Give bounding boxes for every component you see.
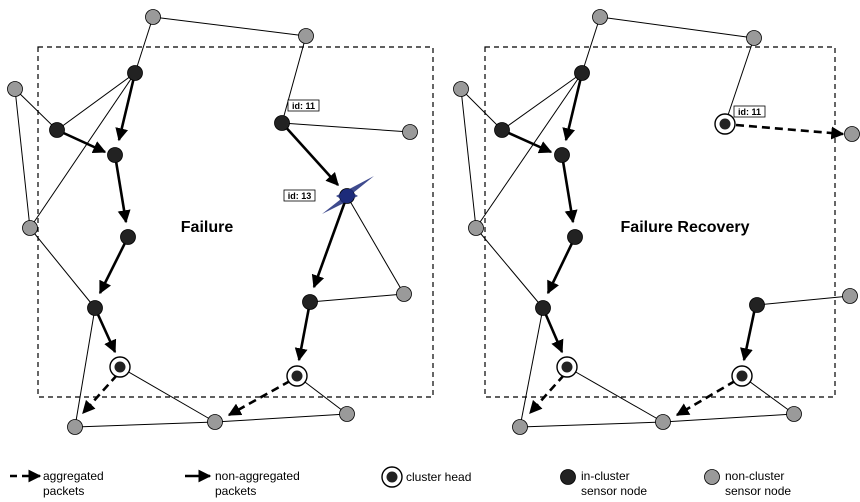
svg-text:sensor node: sensor node	[581, 484, 647, 498]
panel-title-failure-recovery: Failure Recovery	[621, 219, 750, 236]
id-label-13: id: 13	[283, 189, 316, 202]
svg-text:sensor node: sensor node	[725, 484, 791, 498]
non-cluster-nodes	[453, 9, 860, 435]
id-label-11: id: 11	[733, 105, 766, 118]
legend-aggregated: aggregated packets	[10, 469, 104, 498]
svg-text:in-cluster: in-cluster	[581, 469, 630, 483]
svg-text:non-cluster: non-cluster	[725, 469, 784, 483]
svg-text:id: 11: id: 11	[738, 107, 761, 117]
non-cluster-nodes	[7, 9, 418, 435]
non-aggregated-arrows	[56, 72, 349, 362]
in-cluster-node-icon	[560, 469, 576, 485]
cluster-boundary	[37, 46, 434, 398]
legend-non-aggregated: non-aggregated packets	[185, 469, 300, 498]
in-cluster-nodes	[49, 65, 318, 316]
aggregated-arrows	[529, 123, 845, 417]
failure-panel: id: 11 id: 13 Failure	[7, 9, 434, 435]
aggregated-arrows	[82, 374, 291, 417]
in-cluster-nodes	[494, 65, 765, 316]
panel-title-failure: Failure	[181, 219, 234, 236]
cluster-heads	[556, 113, 753, 387]
lightning-icon	[322, 176, 374, 214]
failure-recovery-panel: id: 11 Failure Recovery	[453, 9, 860, 435]
svg-text:cluster head: cluster head	[406, 470, 471, 484]
svg-text:packets: packets	[215, 484, 256, 498]
svg-text:packets: packets	[43, 484, 84, 498]
thin-links	[460, 16, 851, 428]
legend-cluster-head: cluster head	[381, 466, 471, 488]
svg-text:id: 13: id: 13	[288, 191, 312, 201]
cluster-boundary	[484, 46, 836, 398]
failed-node	[322, 176, 374, 214]
legend-non-cluster: non-cluster sensor node	[704, 469, 791, 498]
non-aggregated-arrows	[501, 72, 757, 362]
id-label-11: id: 11	[287, 99, 320, 112]
svg-text:id: 11: id: 11	[292, 101, 315, 111]
cluster-heads	[109, 356, 308, 387]
legend-in-cluster: in-cluster sensor node	[560, 469, 647, 498]
svg-text:aggregated: aggregated	[43, 469, 104, 483]
svg-text:non-aggregated: non-aggregated	[215, 469, 300, 483]
legend: aggregated packets non-aggregated packet…	[10, 466, 791, 498]
non-cluster-node-icon	[704, 469, 720, 485]
